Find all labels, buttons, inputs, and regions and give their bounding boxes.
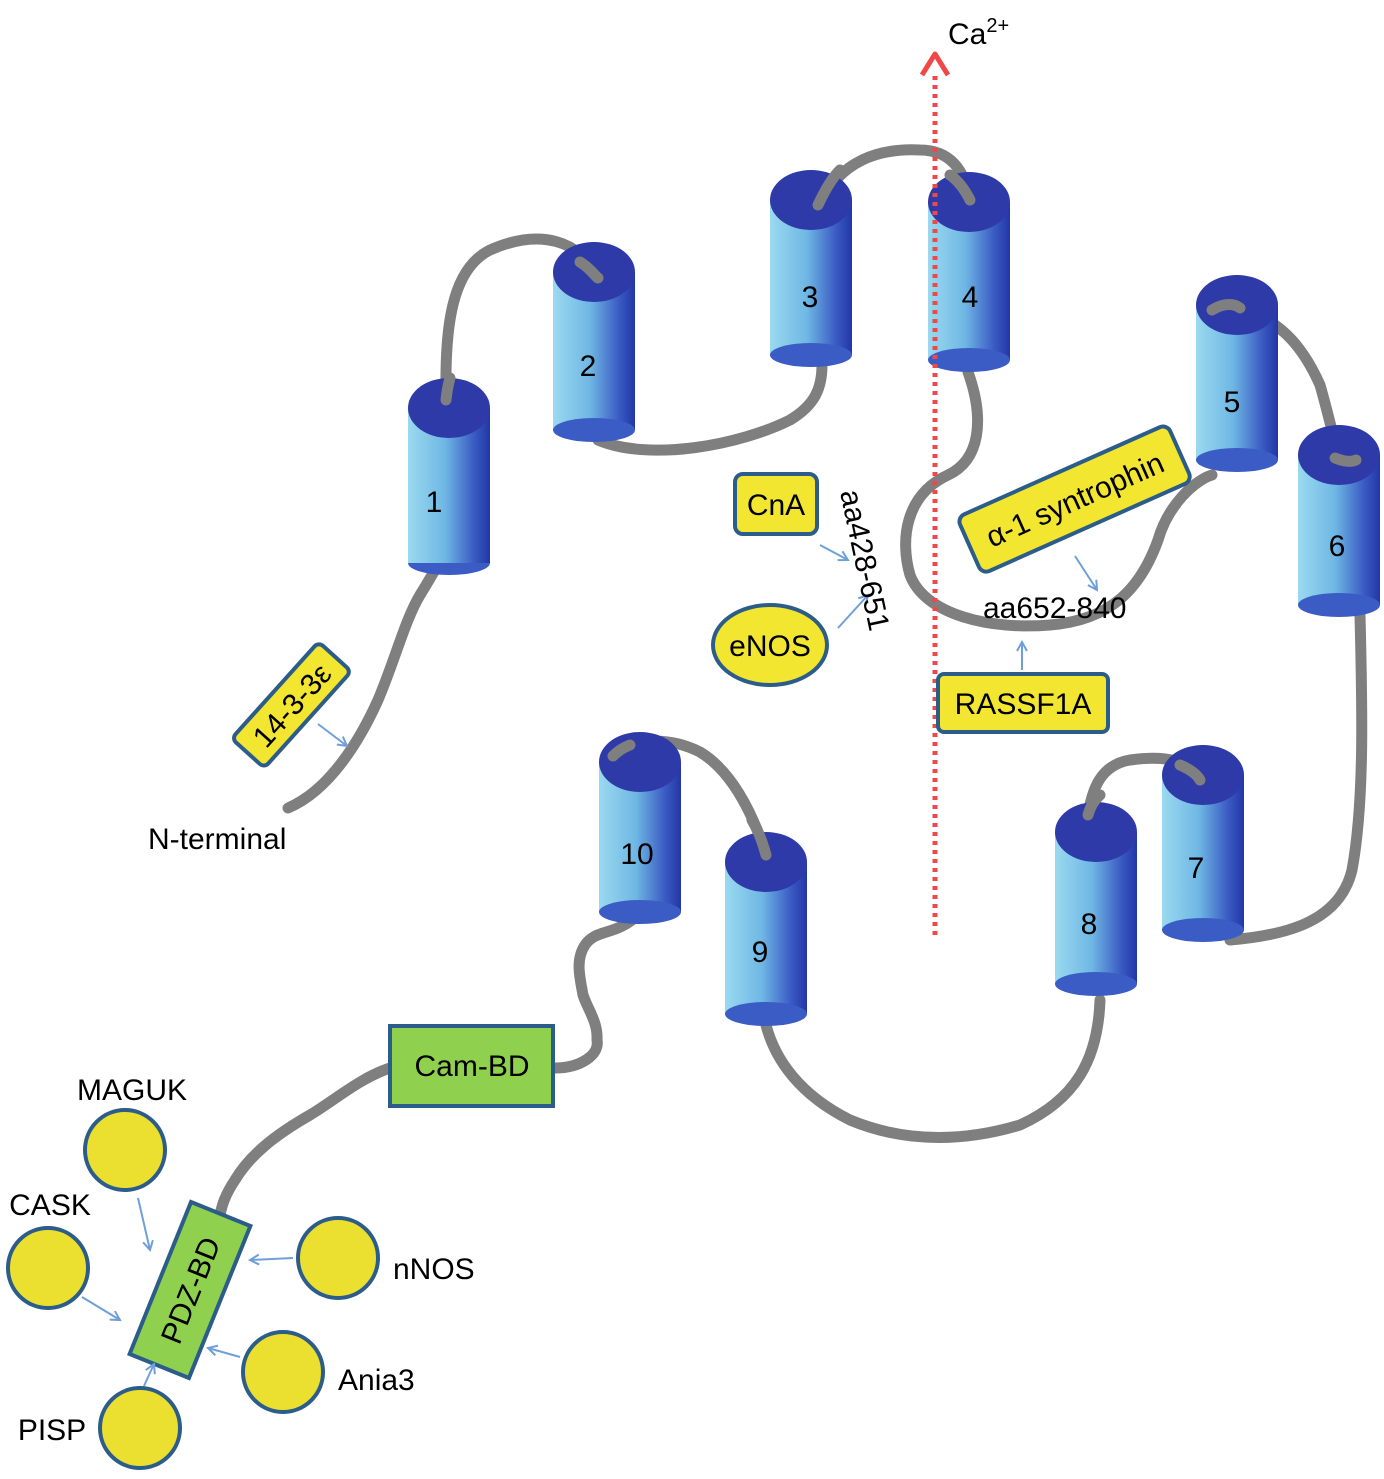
helix-5-label: 5 xyxy=(1224,386,1241,419)
interactor-enos: eNOS xyxy=(711,603,829,687)
helix-1: 1 xyxy=(408,378,490,575)
backbone-n-terminal-segment xyxy=(282,564,441,814)
arrow-pisp-to-pdz xyxy=(143,1364,154,1387)
helix-8: 8 xyxy=(1055,802,1137,996)
interactor-enos-label: eNOS xyxy=(729,630,811,663)
arrow-14-3-3-to-backbone xyxy=(317,723,347,746)
interactor-rassf1a-label: RASSF1A xyxy=(955,688,1092,721)
pdz-partner-ania3-label: Ania3 xyxy=(338,1364,415,1397)
backbone-loop-2-3 xyxy=(592,359,828,456)
helix-4-label: 4 xyxy=(962,281,979,314)
pdz-partner-nnos: nNOS xyxy=(296,1216,475,1300)
region-aa428-651-label: aa428-651 xyxy=(833,487,895,634)
calcium-symbol: Ca xyxy=(948,18,987,51)
arrow-maguk-to-pdz xyxy=(137,1197,150,1250)
pdz-partner-maguk-label: MAGUK xyxy=(77,1074,187,1107)
interactor-cna: CnA xyxy=(733,472,819,536)
protein-backbone xyxy=(214,144,1368,1221)
backbone-c-terminal-segment xyxy=(214,914,638,1221)
helix-9-label: 9 xyxy=(752,936,769,969)
pdz-partner-pisp: PISP xyxy=(18,1386,182,1470)
arrow-nnos-to-pdz xyxy=(250,1258,294,1260)
pdz-partner-cask: CASK xyxy=(6,1189,91,1310)
domain-cam-bd: Cam-BD xyxy=(388,1024,555,1108)
pdz-partner-nnos-label: nNOS xyxy=(393,1253,475,1286)
interactor-14-3-3-epsilon: 14-3-3ε xyxy=(232,642,351,768)
arrow-ania3-to-pdz xyxy=(208,1348,241,1358)
arrow-cask-to-pdz xyxy=(81,1296,120,1320)
helix-7-label: 7 xyxy=(1188,852,1205,885)
arrow-enos-to-region xyxy=(837,595,868,629)
transmembrane-helices: 1 2 3 4 5 6 xyxy=(408,170,1380,1026)
backbone-loop-6-7 xyxy=(1224,609,1368,946)
helix-3-label: 3 xyxy=(802,281,819,314)
helix-9: 9 xyxy=(725,832,807,1026)
helix-1-label: 1 xyxy=(426,486,443,519)
n-terminal-label: N-terminal xyxy=(148,823,286,856)
region-aa652-840-label: aa652-840 xyxy=(983,592,1126,625)
calcium-ion-label: Ca2+ xyxy=(948,15,1009,51)
backbone-caps xyxy=(440,164,1362,861)
helix-6: 6 xyxy=(1298,425,1380,617)
interactor-cna-label: CnA xyxy=(747,489,805,522)
arrow-syntrophin-to-region xyxy=(1074,555,1097,590)
backbone-loop-4-5 xyxy=(900,366,1218,632)
pdz-partner-ania3: Ania3 xyxy=(241,1330,415,1414)
helix-3: 3 xyxy=(770,170,852,367)
domain-cam-bd-label: Cam-BD xyxy=(414,1050,529,1083)
pdz-partner-cask-label: CASK xyxy=(9,1189,91,1222)
interactor-rassf1a: RASSF1A xyxy=(936,672,1110,734)
domain-pdz-bd: PDZ-BD xyxy=(127,1199,253,1381)
pdz-partner-maguk: MAGUK xyxy=(77,1074,187,1192)
calcium-flux-arrow: Ca2+ xyxy=(919,15,1009,935)
helix-6-label: 6 xyxy=(1329,530,1346,563)
calcium-charge: 2+ xyxy=(986,15,1009,37)
helix-2-label: 2 xyxy=(580,350,597,383)
helix-10-label: 10 xyxy=(620,838,653,871)
backbone-loop-8-9 xyxy=(760,994,1106,1143)
arrow-cna-to-region xyxy=(819,544,848,560)
pdz-partner-pisp-label: PISP xyxy=(18,1414,86,1447)
helix-8-label: 8 xyxy=(1081,908,1098,941)
